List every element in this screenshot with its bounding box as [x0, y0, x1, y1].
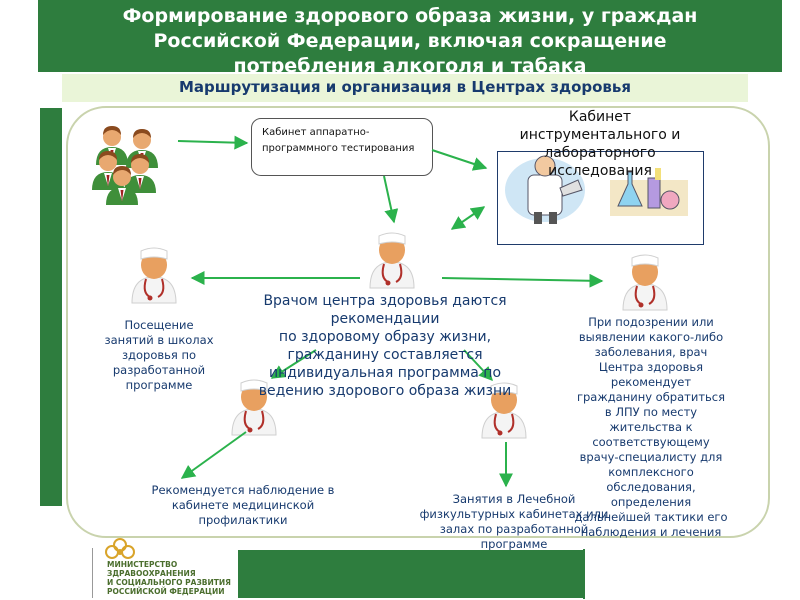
- ministry-logo-icon: [105, 538, 135, 559]
- left-accent-bar: [40, 108, 62, 506]
- arrow-doctor-to-referral: [441, 273, 604, 288]
- arrow-testing-to-lab: [431, 149, 488, 171]
- arrow-to-prevention-doctor: [270, 349, 317, 379]
- footer-bar: [238, 550, 583, 598]
- lab-doctor-icon: [505, 155, 585, 224]
- subheader-title: Маршрутизация и организация в Центрах зд…: [178, 78, 632, 96]
- arrow-patients-to-testing: [177, 135, 249, 150]
- arrow-testing-to-doctor: [383, 175, 399, 224]
- arrow-doctor-lab: [450, 206, 486, 230]
- arrow-to-physical-doctor: [463, 349, 493, 382]
- lab-flasks-icon: [610, 168, 688, 216]
- doctor-icon: [622, 254, 668, 311]
- footer-divider: [92, 548, 93, 598]
- patients-group-icon: [92, 126, 158, 205]
- hardware-testing-label: Кабинет аппаратно-программного тестирова…: [262, 127, 415, 154]
- hardware-testing-box: Кабинет аппаратно-программного тестирова…: [251, 118, 433, 176]
- header-bar: [38, 0, 782, 72]
- prevention-outcome-text: Рекомендуется наблюдение в кабинете меди…: [151, 483, 335, 527]
- schools-outcome-text: Посещение занятий в школах здоровья по р…: [104, 318, 214, 392]
- instrumental-lab-label: Кабинет инструментального и лабораторног…: [519, 109, 681, 179]
- subheader-bar: [62, 74, 748, 102]
- doctor-icon: [369, 232, 415, 289]
- doctor-icon: [131, 247, 177, 304]
- referral-outcome-text: При подозрении или выявлении какого-либо…: [574, 315, 728, 539]
- diagram-frame: [66, 106, 770, 538]
- physical-outcome-text: Занятия в Лечебной физкультурных кабинет…: [419, 492, 609, 551]
- center-recommendation-text: Врачом центра здоровья даются рекомендац…: [258, 293, 512, 399]
- arrow-to-prevention-text: [180, 431, 247, 479]
- page-title: Формирование здорового образа жизни, у г…: [122, 5, 698, 77]
- ministry-logo-text: МИНИСТЕРСТВО ЗДРАВООХРАНЕНИЯ И СОЦИАЛЬНО…: [107, 560, 231, 596]
- footer-accent-line: [583, 549, 585, 599]
